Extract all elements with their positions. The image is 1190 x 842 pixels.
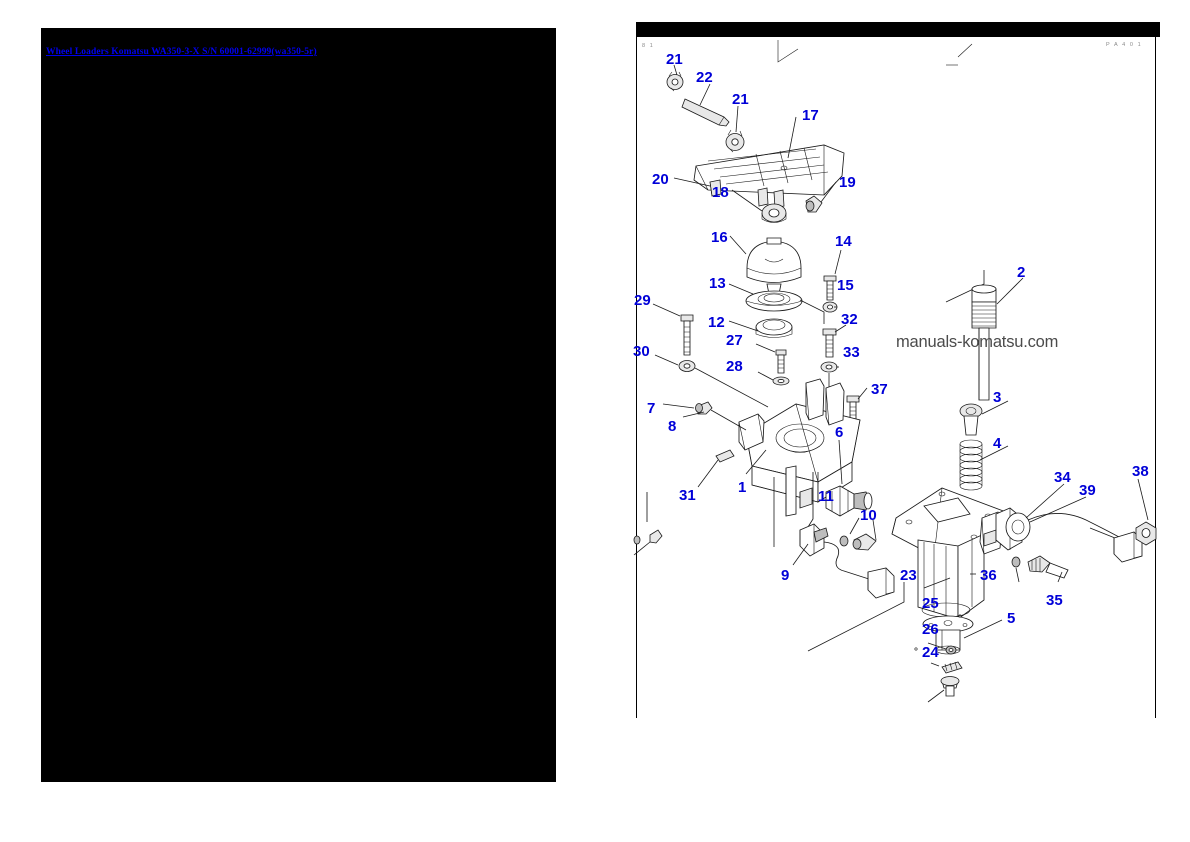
callout-number: 20 xyxy=(652,171,669,188)
callout-number: 30 xyxy=(633,343,650,360)
callout-number: 13 xyxy=(709,275,726,292)
callout-number: 4 xyxy=(993,435,1002,452)
callout-number: 9 xyxy=(781,567,790,584)
callout-number: 29 xyxy=(634,292,651,309)
callout-number: 7 xyxy=(647,400,656,417)
callout-number: 2 xyxy=(1017,264,1026,281)
callout-number: 21 xyxy=(732,91,749,108)
diagram-code-left: 8 1 xyxy=(642,43,655,49)
callout-number: 32 xyxy=(841,311,858,328)
callout-number: 19 xyxy=(839,174,856,191)
callout-number: 10 xyxy=(860,507,877,524)
callout-number: 8 xyxy=(668,418,677,435)
callout-number: 22 xyxy=(696,69,713,86)
callout-number: 15 xyxy=(837,277,854,294)
callout-number: 37 xyxy=(871,381,888,398)
callout-number: 27 xyxy=(726,332,743,349)
diagram-frame xyxy=(636,37,1156,718)
callout-number: 26 xyxy=(922,621,939,638)
diagram-code-right: P A 4 0 1 xyxy=(1106,42,1143,48)
callout-number: 3 xyxy=(993,389,1002,406)
watermark-text: manuals-komatsu.com xyxy=(896,333,1059,351)
callout-number: 11 xyxy=(818,488,834,505)
callout-number: 23 xyxy=(900,567,917,584)
callout-number: 21 xyxy=(666,51,683,68)
callout-number: 18 xyxy=(712,184,729,201)
document-title-link[interactable]: Wheel Loaders Komatsu WA350-3-X S/N 6000… xyxy=(46,47,317,57)
callout-number: 33 xyxy=(843,344,860,361)
callout-number: 28 xyxy=(726,358,743,375)
document-preview-panel: Wheel Loaders Komatsu WA350-3-X S/N 6000… xyxy=(41,28,556,782)
callout-number: 12 xyxy=(708,314,725,331)
callout-number: 5 xyxy=(1007,610,1016,627)
callout-number: 17 xyxy=(802,107,819,124)
callout-number: 24 xyxy=(922,644,939,661)
callout-number: 36 xyxy=(980,567,997,584)
callout-number: 31 xyxy=(679,487,696,504)
callout-number: 16 xyxy=(711,229,728,246)
diagram-header-bar xyxy=(636,22,1160,37)
parts-diagram-panel: 8 1 P A 4 0 1 xyxy=(628,22,1160,722)
callout-number: 6 xyxy=(835,424,844,441)
callout-number: 25 xyxy=(922,595,939,612)
callout-number: 35 xyxy=(1046,592,1063,609)
callout-number: 34 xyxy=(1054,469,1071,486)
callout-number: 1 xyxy=(738,479,747,496)
callout-number: 14 xyxy=(835,233,852,250)
callout-number: 39 xyxy=(1079,482,1096,499)
callout-number: 38 xyxy=(1132,463,1149,480)
